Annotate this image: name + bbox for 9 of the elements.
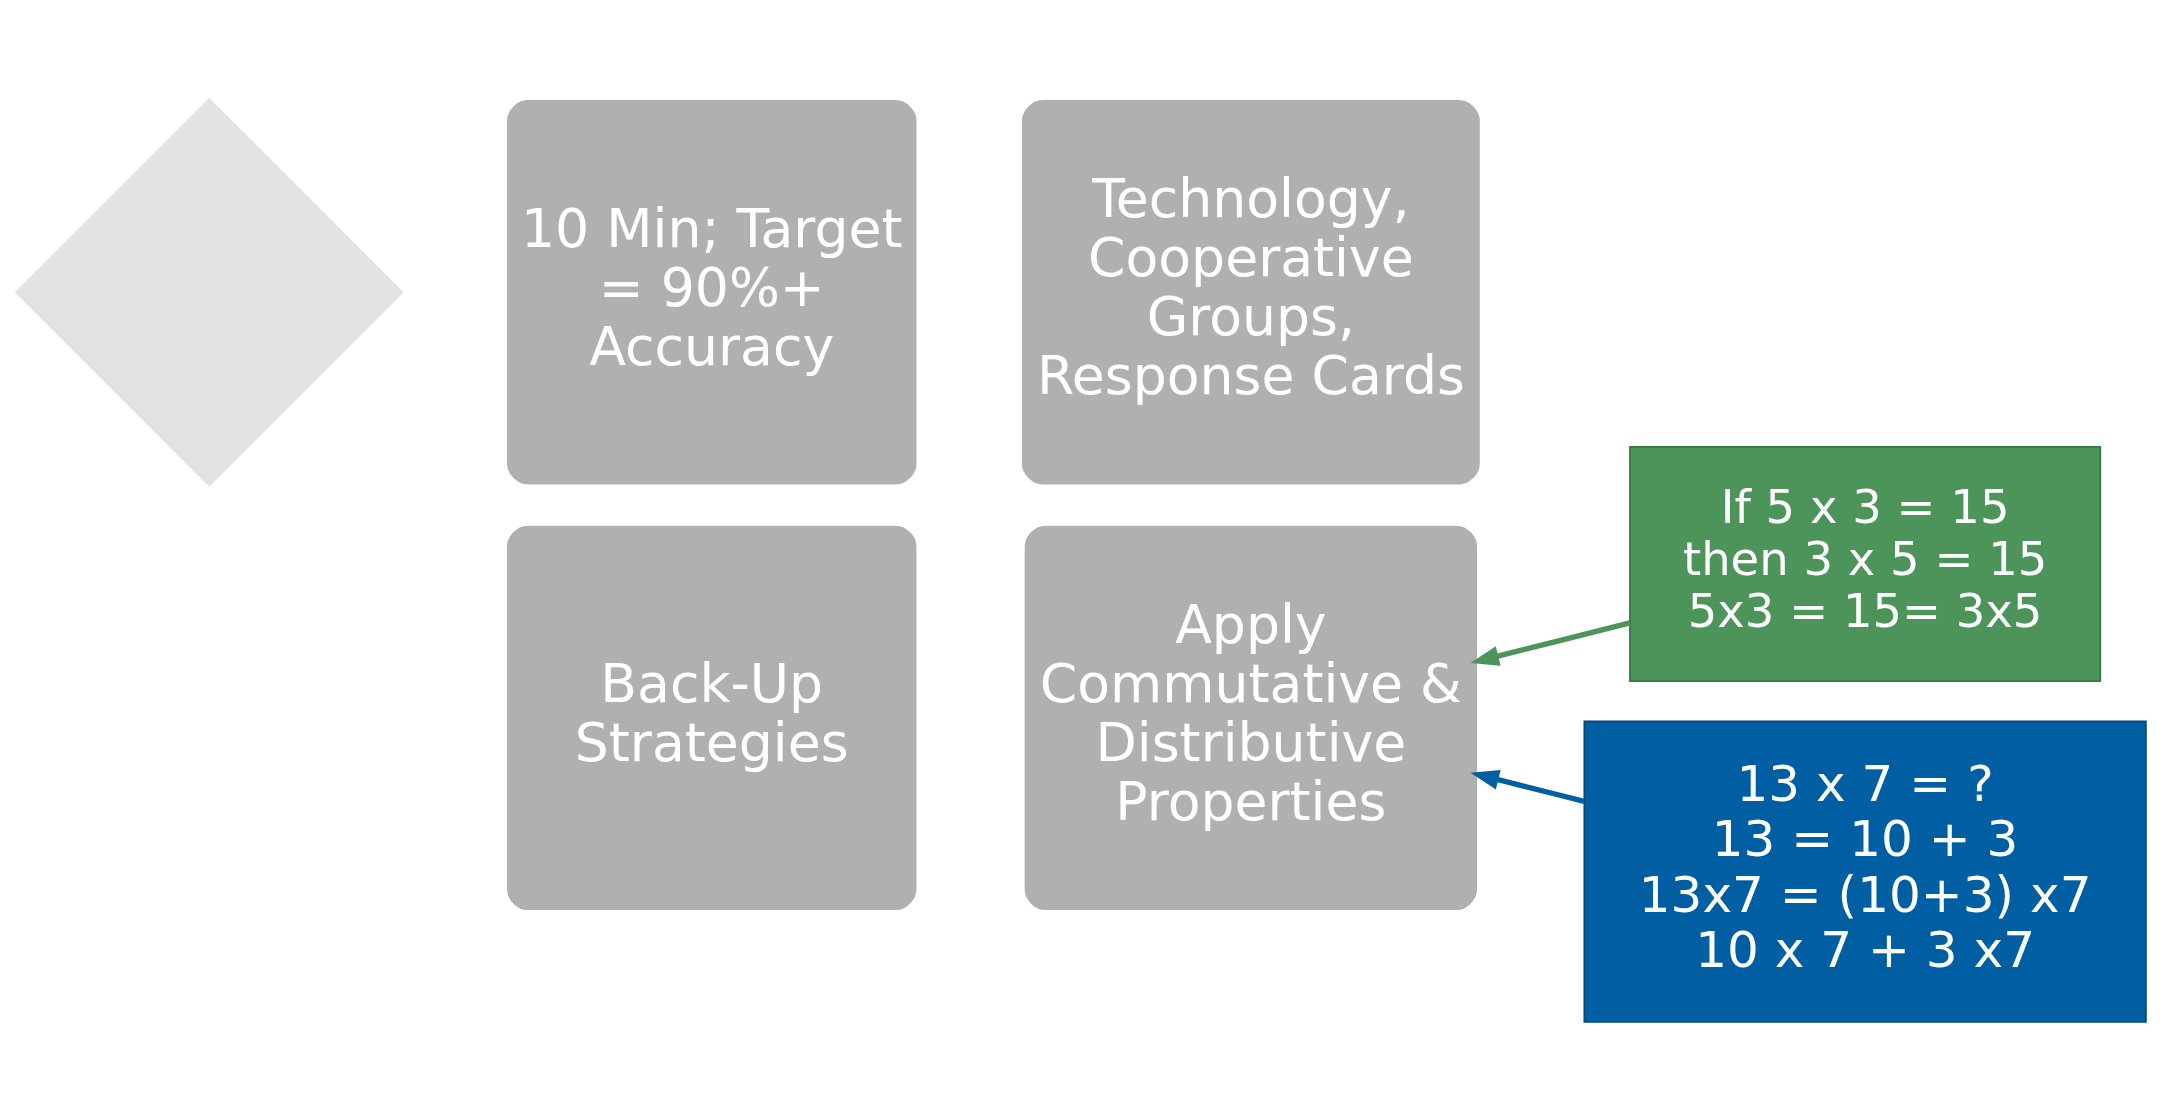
node-box: Technology, Cooperative Groups, Response Cards	[1020, 97, 1482, 486]
node-box: Back-Up Strategies	[505, 523, 919, 912]
arrow	[1470, 619, 1631, 666]
node-box: 10 Min; Target = 90%+ Accuracy	[505, 97, 919, 486]
node-box: 13 x 7 = ? 13 = 10 + 3 13x7 = (10+3) x7 10 x 7 + 3 x7	[1583, 720, 2147, 1023]
node-box: Apply Commutative & Distributive Properties	[1022, 523, 1479, 912]
node-box: If 5 x 3 = 15 then 3 x 5 = 15 5x3 = 15= 3x5	[1629, 445, 2102, 682]
arrow	[1470, 769, 1585, 804]
node-diamond	[14, 97, 404, 487]
